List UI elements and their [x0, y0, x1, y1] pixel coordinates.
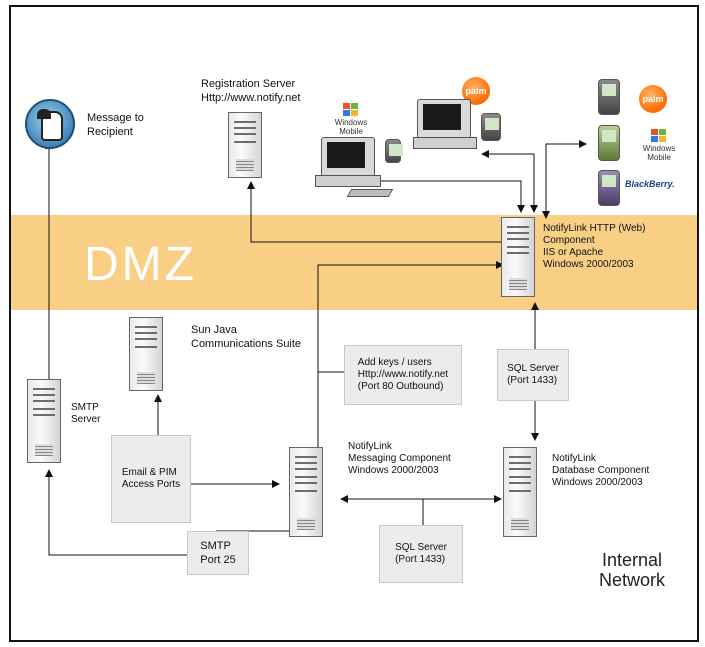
line-devices-1 [370, 177, 525, 213]
recipient-avatar-icon [25, 99, 75, 149]
database-component-label: NotifyLink Database Component Windows 20… [552, 453, 650, 488]
line-messaging-to-http [317, 261, 504, 447]
windows-mobile-logo-icon [343, 103, 359, 117]
sql-server-upper-box: SQL Server (Port 1433) [497, 349, 569, 401]
blackberry-logo-icon: BlackBerry. [625, 179, 675, 189]
palm-logo-right-icon: palm [639, 85, 667, 113]
blackberry-label: BlackBerry. [625, 179, 675, 189]
windows-mobile-label-left: Windows Mobile [334, 118, 368, 136]
message-to-recipient-label: Message to Recipient [87, 112, 144, 138]
sql-server-lower-box: SQL Server (Port 1433) [379, 525, 463, 583]
messaging-component-label: NotifyLink Messaging Component Windows 2… [348, 441, 451, 476]
smtp-port-box: SMTP Port 25 [187, 531, 249, 575]
email-pim-access-box: Email & PIM Access Ports [111, 435, 191, 523]
registration-server-icon [228, 112, 262, 178]
http-component-server-icon [501, 217, 535, 297]
internal-network-label: Internal Network [599, 550, 666, 590]
database-component-server-icon [503, 447, 537, 537]
line-devices-2 [481, 150, 538, 213]
windows-mobile-device-icon [598, 125, 620, 161]
line-devices-3 [542, 140, 587, 219]
registration-server-label: Registration Server Http://www.notify.ne… [201, 78, 301, 104]
windows-mobile-logo-right-icon [651, 129, 667, 143]
pda-right-icon [481, 113, 501, 141]
diagram-frame: DMZ [9, 5, 699, 642]
line-http-to-registration [247, 181, 503, 243]
smtp-server-icon [27, 379, 61, 463]
smtp-server-label: SMTP Server [71, 402, 101, 425]
dmz-zone [11, 215, 697, 310]
blackberry-device-icon [598, 170, 620, 206]
pda-left-icon [385, 139, 403, 163]
messaging-component-server-icon [289, 447, 323, 537]
add-keys-users-box: Add keys / users Http://www.notify.net (… [344, 345, 462, 405]
http-component-label: NotifyLink HTTP (Web) Component IIS or A… [543, 223, 646, 270]
sun-java-label: Sun Java Communications Suite [191, 324, 302, 350]
palm-device-icon [598, 79, 620, 115]
dmz-label: DMZ [84, 238, 197, 291]
windows-mobile-label-right: Windows Mobile [642, 144, 676, 162]
sun-java-server-icon [129, 317, 163, 391]
